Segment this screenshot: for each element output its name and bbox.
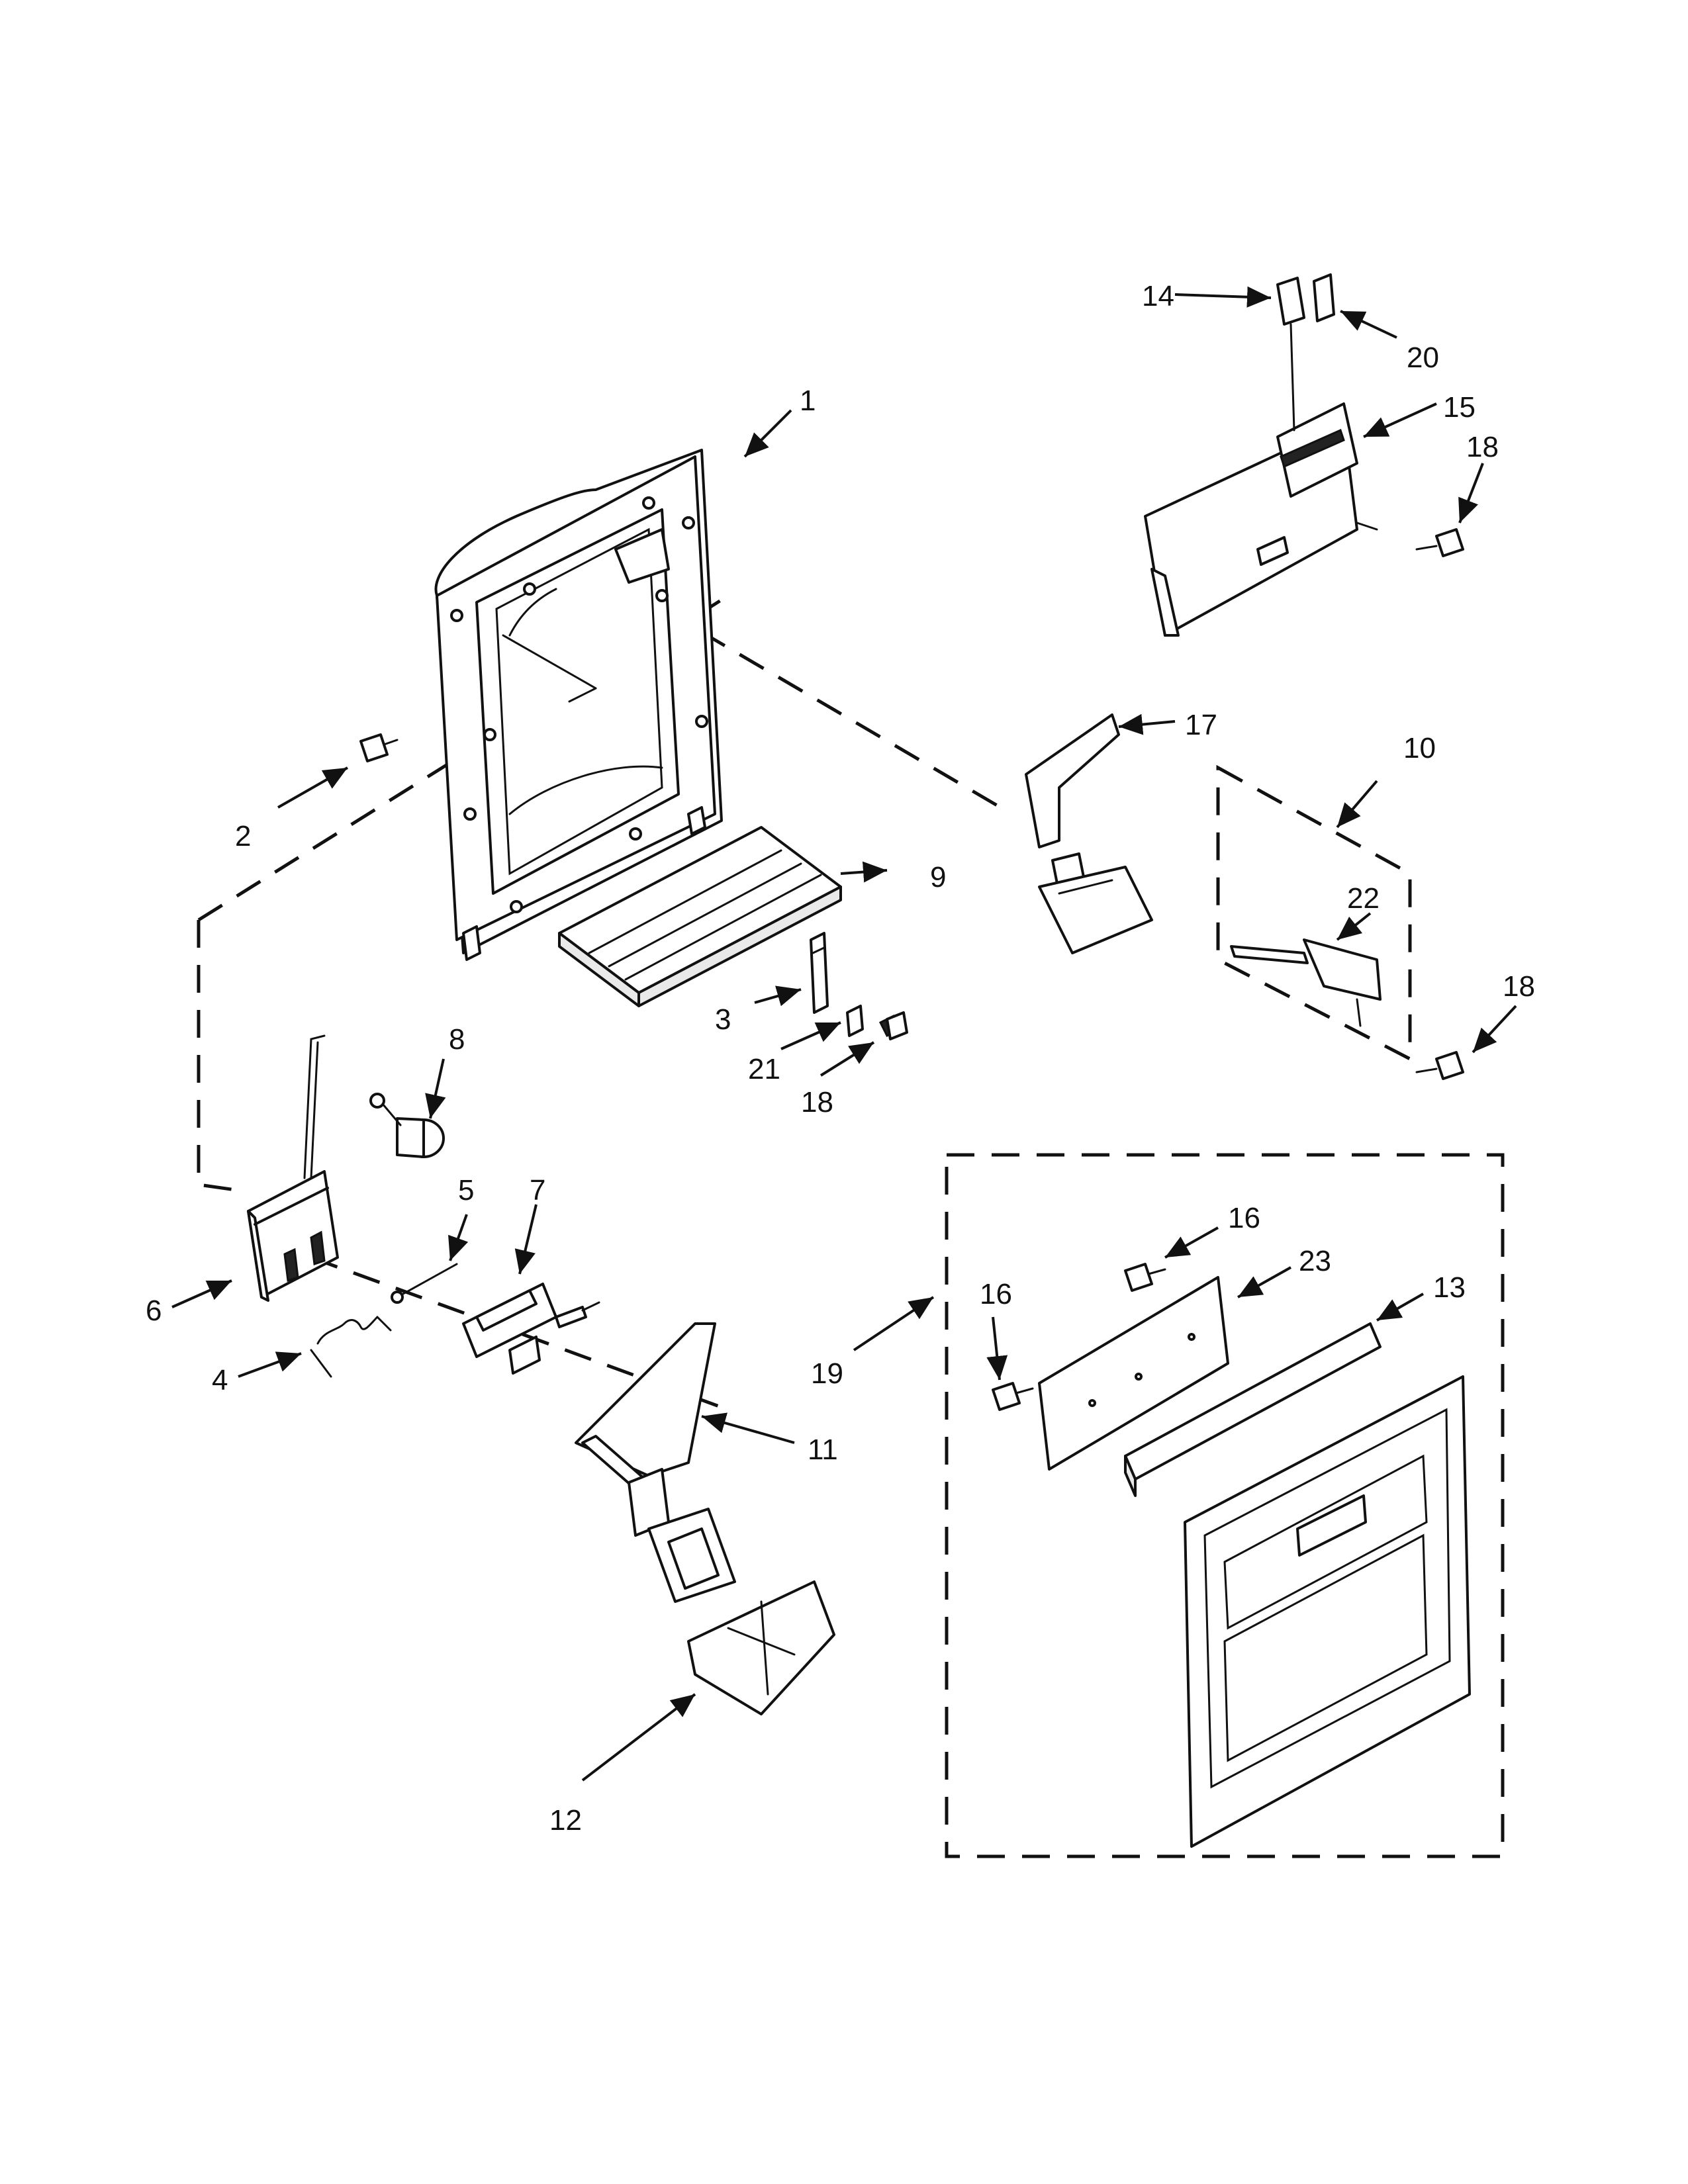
switch-dashed-path xyxy=(197,920,246,1193)
callout-16a: 16 xyxy=(1228,1202,1260,1234)
spring xyxy=(310,1316,392,1378)
front-panel xyxy=(1184,1375,1471,1848)
screw-16-upper xyxy=(1124,1263,1166,1292)
screw-16-lower xyxy=(992,1382,1034,1411)
screw-2 xyxy=(359,733,399,762)
trim-strip xyxy=(1124,1322,1382,1497)
pin xyxy=(391,1263,458,1304)
control-board xyxy=(1038,1276,1229,1471)
callout-labels: 1 2 3 4 5 6 7 8 9 10 11 12 13 14 15 16 1… xyxy=(146,280,1535,1837)
callout-12: 12 xyxy=(549,1804,582,1837)
callout-18b: 18 xyxy=(1503,970,1535,1003)
lever xyxy=(462,1283,600,1375)
solenoid xyxy=(369,1093,445,1158)
ice-paddle-arm xyxy=(575,1322,736,1603)
callout-23: 23 xyxy=(1299,1245,1331,1277)
callout-13: 13 xyxy=(1433,1271,1466,1304)
callout-5: 5 xyxy=(458,1174,474,1206)
actuator-17 xyxy=(1025,713,1153,954)
switch-14 xyxy=(1276,277,1305,432)
callout-8: 8 xyxy=(449,1023,465,1056)
callout-14: 14 xyxy=(1142,280,1174,312)
screw-18-upper xyxy=(1415,528,1464,557)
plate-20 xyxy=(1313,273,1335,322)
dispenser-housing xyxy=(434,449,723,961)
callout-21: 21 xyxy=(748,1053,780,1085)
upper-bracket xyxy=(1144,402,1378,637)
callout-22: 22 xyxy=(1347,882,1380,915)
bracket-and-screw xyxy=(810,932,908,1040)
callout-19: 19 xyxy=(811,1357,843,1390)
callout-17: 17 xyxy=(1185,709,1217,741)
callout-3: 3 xyxy=(715,1003,731,1036)
screw-18-lower xyxy=(1415,1051,1464,1080)
callout-18a: 18 xyxy=(1466,431,1499,463)
door-panel-group-outline xyxy=(945,1153,1505,1858)
callout-18c: 18 xyxy=(801,1086,833,1118)
callout-20: 20 xyxy=(1407,341,1439,374)
ice-chute xyxy=(687,1580,835,1715)
callout-11: 11 xyxy=(808,1433,838,1466)
callout-15: 15 xyxy=(1443,391,1476,424)
callout-10: 10 xyxy=(1403,732,1436,764)
actuator-lever-22 xyxy=(1230,938,1382,1027)
callout-2: 2 xyxy=(235,820,251,852)
callout-1: 1 xyxy=(800,385,816,417)
callout-16b: 16 xyxy=(980,1278,1012,1310)
switch-harness xyxy=(247,1034,339,1302)
drip-tray xyxy=(558,826,842,1007)
leader-lines xyxy=(171,286,1517,1782)
callout-9: 9 xyxy=(930,861,946,893)
actuator-group-outline xyxy=(1216,764,1412,1062)
callout-4: 4 xyxy=(212,1364,228,1396)
callout-6: 6 xyxy=(146,1295,162,1327)
callout-7: 7 xyxy=(530,1174,545,1206)
